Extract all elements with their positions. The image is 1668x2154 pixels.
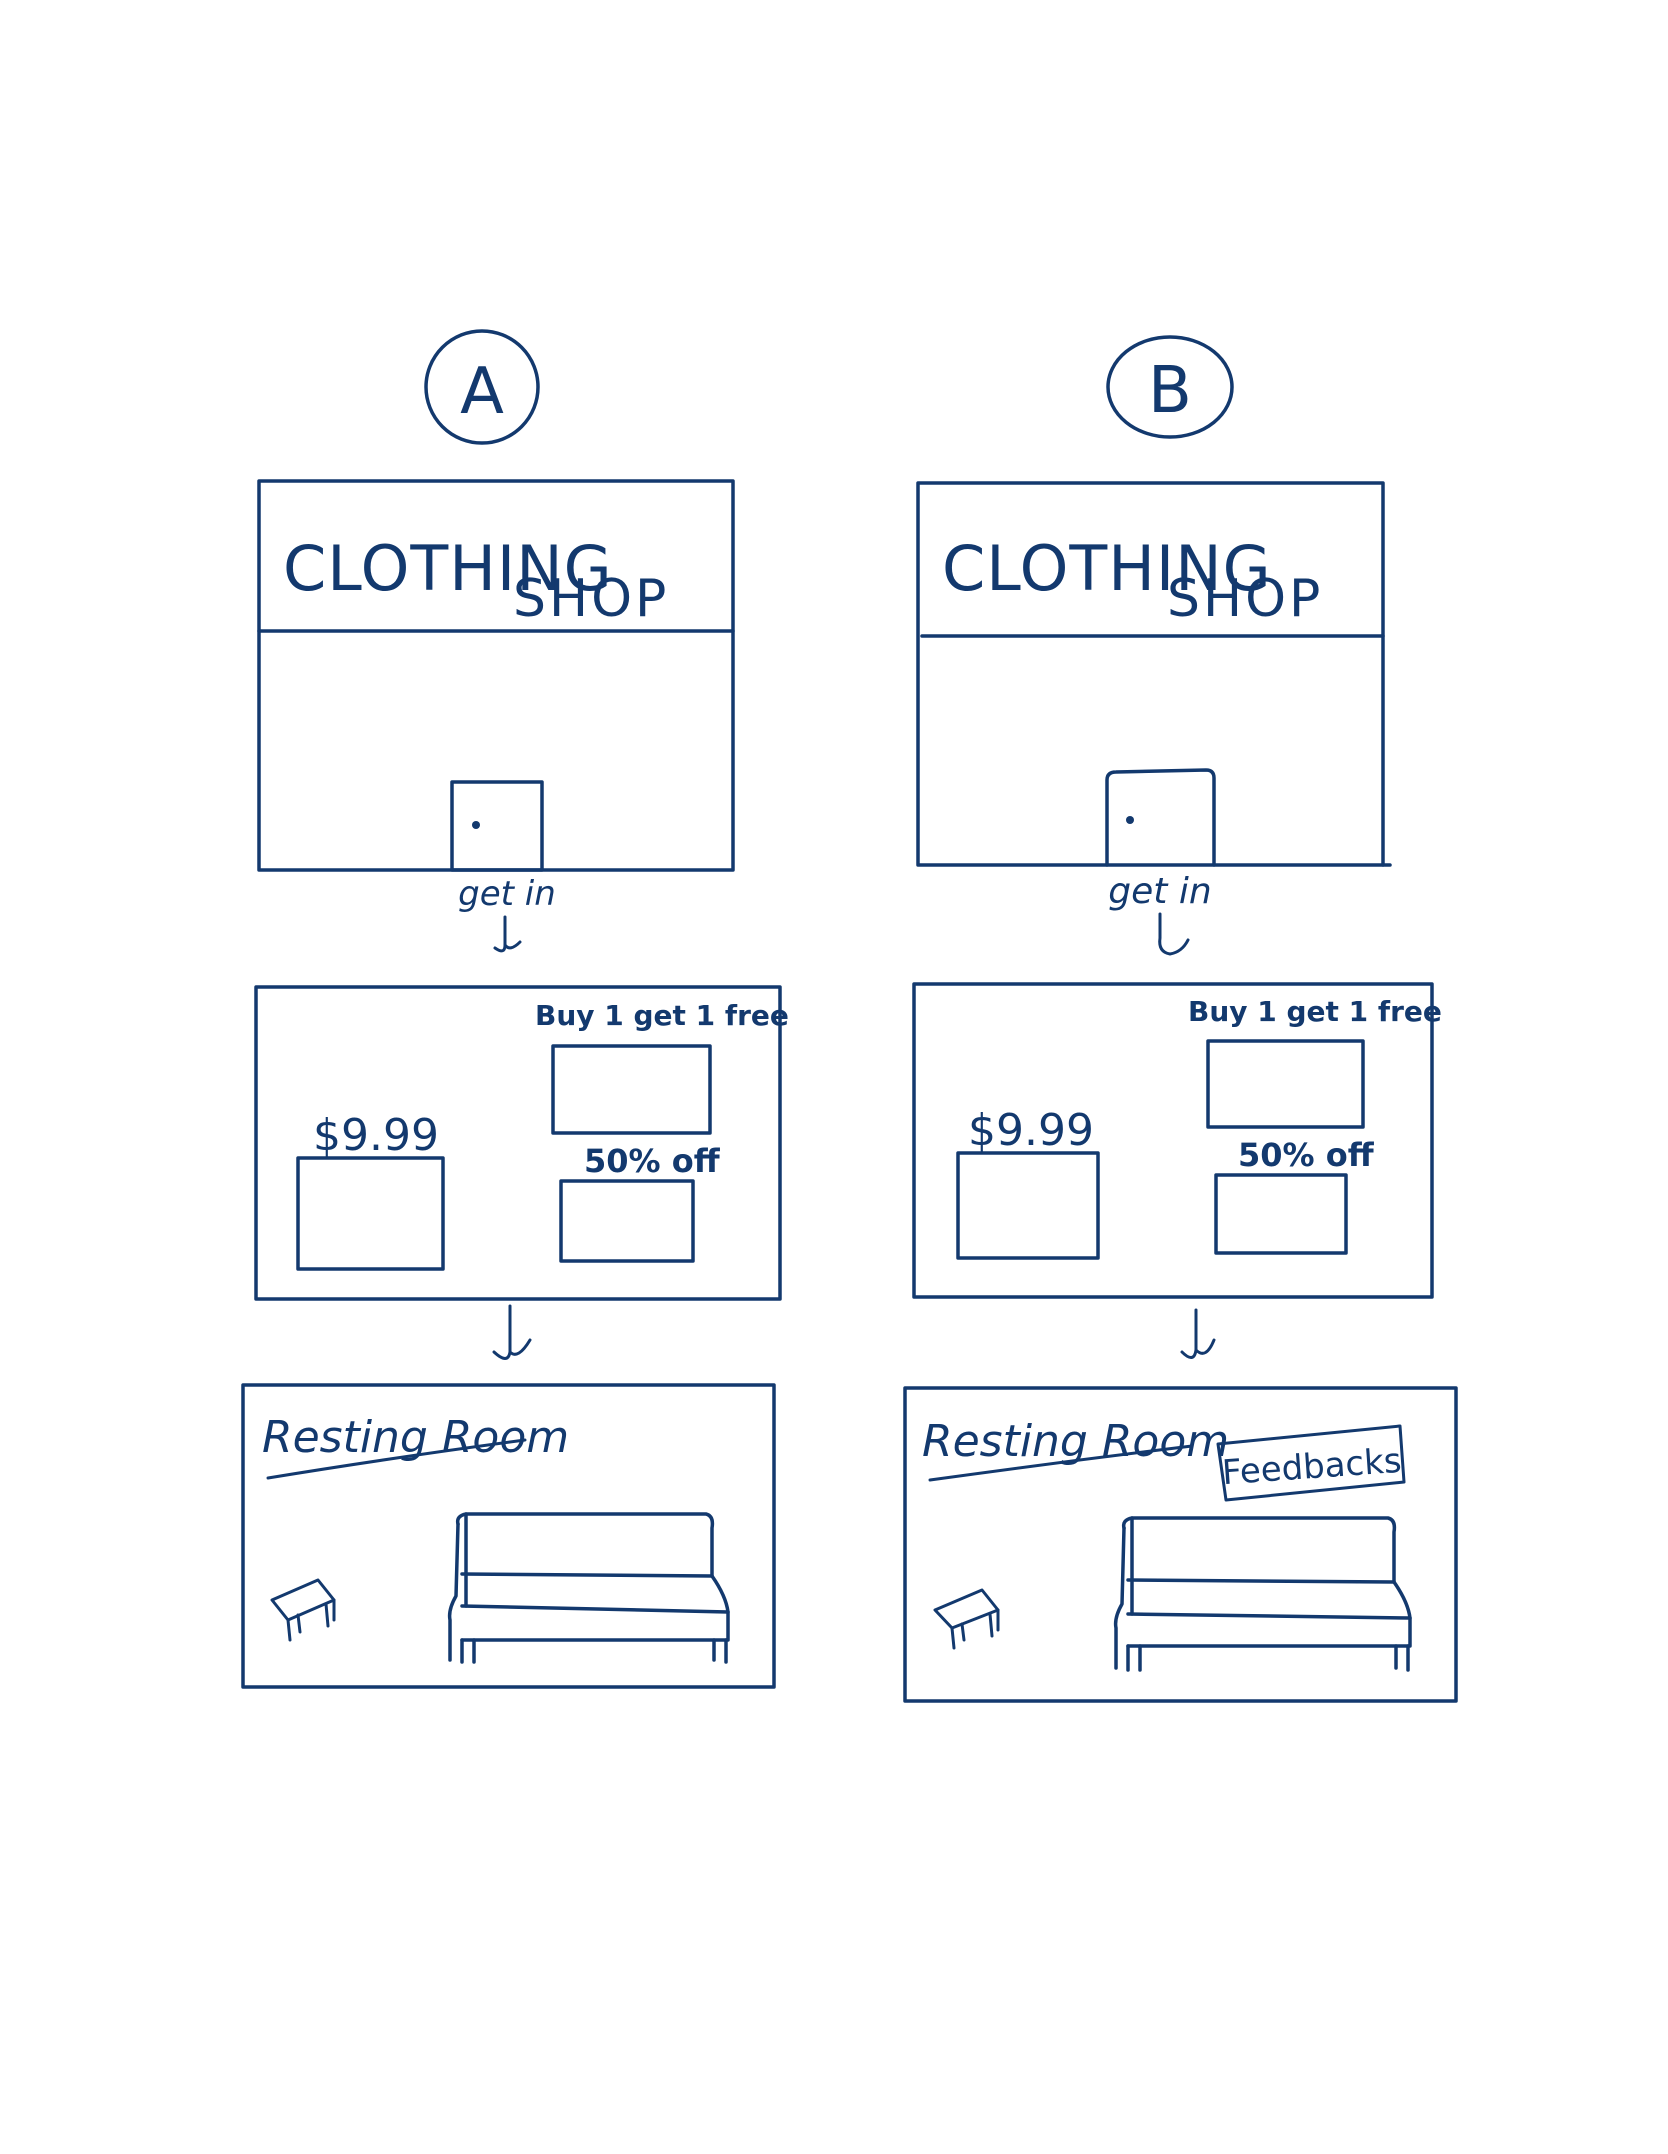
discount-label: 50% off	[584, 1142, 721, 1180]
price-rack	[296, 1156, 445, 1271]
stool-icon	[933, 1588, 1000, 1650]
door-icon[interactable]	[1105, 768, 1216, 867]
shop-sign-line2: SHOP	[1167, 569, 1323, 629]
door-icon[interactable]	[450, 780, 544, 872]
variant-b: B CLOTHING SHOP get in Buy 1 get 1 free …	[903, 335, 1458, 1703]
variant-a-resting-room: Resting Room	[241, 1383, 776, 1689]
discount-label: 50% off	[1238, 1136, 1375, 1174]
variant-a-badge-label: A	[460, 355, 504, 429]
resting-room-title: Resting Room	[922, 1416, 1229, 1467]
price-tag-label: $9.99	[313, 1110, 439, 1161]
stool-icon	[270, 1578, 336, 1642]
title-underline	[928, 1444, 1194, 1482]
down-arrow-icon	[1158, 912, 1190, 956]
shop-sign-line1: CLOTHING	[283, 532, 613, 605]
variant-b-shopfront: CLOTHING SHOP	[916, 481, 1392, 867]
discount-rack	[1214, 1173, 1348, 1255]
variant-a-enter-label: get in	[458, 874, 556, 914]
variant-b-enter-label: get in	[1108, 871, 1211, 912]
promo-label: Buy 1 get 1 free	[1188, 995, 1442, 1028]
feedbacks-button[interactable]: Feedbacks	[1216, 1424, 1406, 1502]
down-arrow-icon	[1180, 1308, 1216, 1359]
price-tag-label: $9.99	[968, 1105, 1094, 1156]
variant-b-badge-label: B	[1148, 354, 1192, 428]
down-arrow-icon	[493, 915, 522, 953]
variant-a-store: Buy 1 get 1 free $9.99 50% off	[254, 985, 789, 1301]
variant-b-resting-room: Resting Room Feedbacks	[903, 1386, 1458, 1703]
shop-sign-line1: CLOTHING	[942, 532, 1272, 605]
promo-label: Buy 1 get 1 free	[535, 999, 789, 1032]
sofa-icon	[447, 1512, 730, 1664]
discount-rack	[559, 1179, 695, 1263]
price-rack	[956, 1151, 1100, 1260]
sofa-icon	[1113, 1516, 1412, 1672]
title-underline	[266, 1438, 527, 1480]
promo-rack	[551, 1044, 712, 1135]
shop-sign-line2: SHOP	[513, 569, 669, 629]
variant-a: A CLOTHING SHOP get in Buy 1 get 1 free …	[241, 329, 789, 1689]
variant-a-badge: A	[424, 329, 540, 445]
promo-rack	[1206, 1039, 1365, 1129]
variant-b-store: Buy 1 get 1 free $9.99 50% off	[912, 982, 1442, 1299]
variant-b-badge: B	[1106, 335, 1234, 439]
down-arrow-icon	[492, 1304, 532, 1360]
variant-a-shopfront: CLOTHING SHOP	[257, 479, 735, 872]
